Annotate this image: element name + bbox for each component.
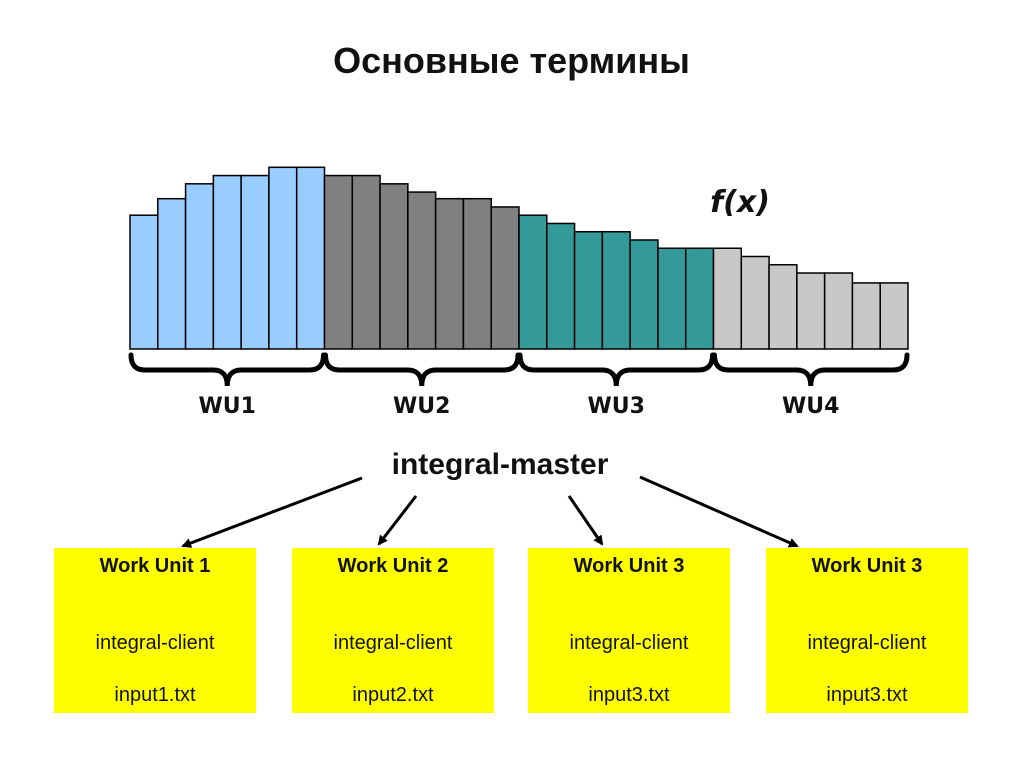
function-label: f(x) (710, 185, 770, 220)
work-unit-box-4: Work Unit 3 integral-client input3.txt (766, 548, 968, 713)
function-bar (712, 247, 743, 350)
function-bar (268, 166, 298, 350)
wu-group-label: WU2 (393, 394, 450, 419)
function-bar (657, 247, 687, 350)
work-unit-box-1: Work Unit 1 integral-client input1.txt (54, 548, 256, 713)
function-bar (129, 214, 159, 350)
function-bar (740, 255, 770, 350)
function-bar (684, 247, 715, 350)
wu-group-label: WU3 (588, 394, 645, 419)
master-label: integral-master (391, 448, 609, 481)
work-unit-title: Work Unit 3 (573, 555, 685, 577)
wu-brace (712, 352, 910, 387)
work-unit-client: integral-client (569, 632, 689, 654)
function-bar (490, 206, 520, 350)
function-bar (157, 197, 187, 350)
arrow-to-wu2 (377, 495, 418, 546)
function-bar (823, 272, 854, 350)
wu-group-label: WU1 (199, 394, 256, 419)
function-bar (407, 191, 437, 350)
function-bar (768, 264, 798, 350)
work-unit-box-3: Work Unit 3 integral-client input3.txt (528, 548, 730, 713)
function-bar (379, 183, 409, 350)
wu-brace (323, 352, 521, 387)
wu-braces: WU1 WU2 WU3 WU4 (128, 352, 910, 419)
function-bars (129, 166, 909, 350)
function-bar (323, 174, 354, 350)
wu-brace (517, 352, 715, 387)
wu-group-label: WU4 (782, 394, 839, 419)
wu-brace (128, 352, 326, 387)
function-bar (879, 282, 909, 350)
work-unit-title: Work Unit 3 (811, 555, 923, 577)
function-bar (351, 174, 381, 350)
function-bar (518, 214, 548, 350)
function-bar (629, 239, 659, 350)
distribution-arrows (181, 475, 799, 548)
function-bar (573, 230, 604, 350)
arrow-to-wu1 (181, 476, 363, 548)
function-bar (240, 174, 270, 350)
function-bar (212, 174, 242, 350)
work-unit-client: integral-client (807, 632, 927, 654)
work-unit-file: input3.txt (826, 684, 908, 706)
function-bar (796, 272, 826, 350)
function-bar (295, 166, 326, 350)
function-bar (851, 282, 881, 350)
work-unit-file: input2.txt (352, 684, 434, 706)
work-unit-file: input3.txt (588, 684, 670, 706)
arrow-to-wu4 (639, 475, 799, 548)
work-unit-title: Work Unit 1 (99, 555, 211, 577)
function-bar (546, 222, 576, 350)
arrow-to-wu3 (567, 495, 604, 546)
work-unit-client: integral-client (333, 632, 453, 654)
work-unit-file: input1.txt (114, 684, 196, 706)
work-unit-box-2: Work Unit 2 integral-client input2.txt (292, 548, 494, 713)
function-bar (184, 183, 215, 350)
function-bar (601, 230, 631, 350)
function-bar (434, 197, 465, 350)
function-bar (462, 197, 492, 350)
slide-title: Основные термины (333, 40, 690, 81)
work-unit-title: Work Unit 2 (337, 555, 449, 577)
work-unit-client: integral-client (95, 632, 215, 654)
